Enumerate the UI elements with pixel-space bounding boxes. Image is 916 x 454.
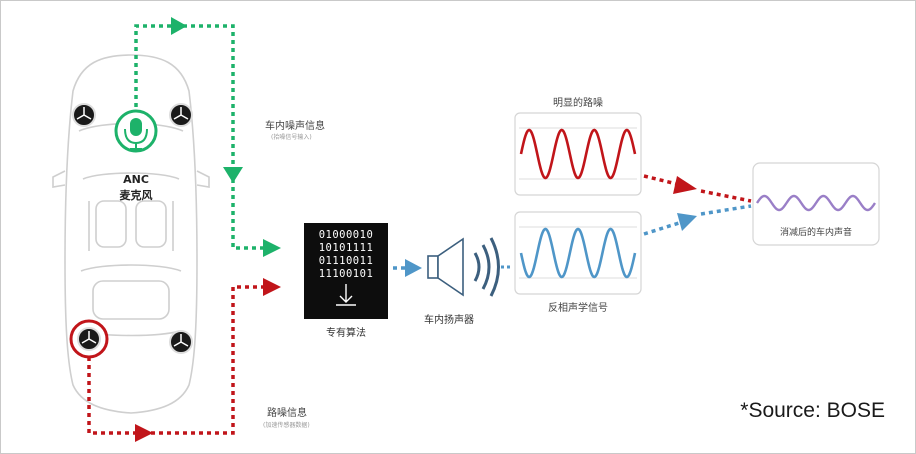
algorithm-label: 专有算法 [326,328,366,339]
blue-arrow-speaker [405,259,422,277]
green-arrow-right-top [171,17,187,35]
anti-phase-wave-panel [514,211,642,295]
road-noise-wave-panel [514,112,642,196]
anti-phase-waveform [519,227,637,279]
anc-microphone-icon [114,109,158,153]
binary-row: 11100101 [318,268,374,280]
road-noise-waveform [519,128,637,180]
blue-to-result-path [700,204,752,216]
cabin-noise-sublabel: (拾噪信号输入) [271,134,312,141]
cabin-noise-path [134,24,271,250]
road-noise-sublabel: (加速传感器数据) [263,422,310,429]
car-speaker-front-left-icon [72,103,96,127]
anti-phase-wave-gridline [519,226,637,279]
blue-merge-path [643,221,680,236]
anti-phase-label: 反相声学信号 [548,303,608,314]
red-merge-path [643,174,682,187]
road-noise-sensor-icon [69,319,109,359]
blue-arrow-merge [677,213,697,231]
green-arrow-down [223,167,243,183]
microphone-label: 麦克风 [119,189,153,202]
binary-row: 10101111 [318,242,374,254]
car-outline [52,54,210,414]
speaker-label: 车内扬声器 [424,315,474,326]
source-credit: *Source: BOSE [740,399,885,422]
binary-row: 01000010 [318,229,374,241]
car-speaker-rear-right-icon [169,330,193,354]
result-label: 消减后的车内声音 [779,228,852,238]
algorithm-box [304,223,388,319]
anc-label: ANC [123,173,149,186]
download-icon [336,284,356,306]
red-arrow-right-mid [263,278,281,296]
green-arrow-right-bottom [263,239,281,257]
red-arrow-right-bottom [135,424,153,442]
road-noise-path [87,285,266,435]
car-speaker-front-right-icon [169,103,193,127]
road-noise-label: 路噪信息 [267,408,307,419]
speaker-icon [427,237,500,297]
obvious-road-noise-label: 明显的路噪 [553,98,603,109]
red-arrow-merge [673,176,697,194]
cabin-noise-label: 车内噪声信息 [265,121,325,132]
binary-row: 01110011 [318,255,374,267]
binary-code: 01000010 10101111 01110011 11100101 [306,229,386,281]
red-to-result-path [700,189,752,203]
result-waveform [756,194,876,212]
